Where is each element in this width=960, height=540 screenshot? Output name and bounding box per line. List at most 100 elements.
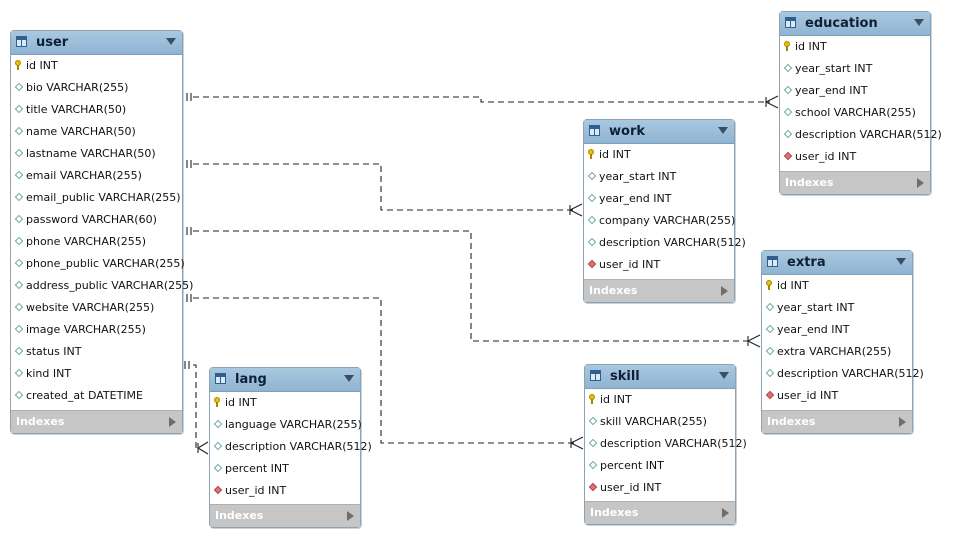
column-row[interactable]: website VARCHAR(255) [11,297,182,319]
column-icon [14,324,24,334]
column-row[interactable]: status INT [11,341,182,363]
column-label: user_id INT [777,389,839,402]
column-row[interactable]: user_id INT [585,477,735,499]
column-icon [14,192,24,202]
column-row[interactable]: user_id INT [210,480,360,502]
column-row[interactable]: year_start INT [762,297,912,319]
column-row[interactable]: id INT [210,392,360,414]
column-label: user_id INT [600,481,662,494]
column-row[interactable]: created_at DATETIME [11,385,182,407]
indexes-section[interactable]: Indexes [11,410,182,433]
column-row[interactable]: user_id INT [584,254,734,276]
column-label: website VARCHAR(255) [26,301,155,314]
column-row[interactable]: company VARCHAR(255) [584,210,735,232]
expand-arrow-icon[interactable] [721,286,728,296]
table-header[interactable]: skill [585,365,735,389]
indexes-section[interactable]: Indexes [762,410,912,433]
table-user[interactable]: user id INT bio VARCHAR(255)title VARCHAR… [10,30,193,434]
column-row[interactable]: title VARCHAR(50) [11,99,182,121]
column-row[interactable]: address_public VARCHAR(255) [11,275,193,297]
column-row[interactable]: year_end INT [780,80,930,102]
column-row[interactable]: user_id INT [762,385,912,407]
column-row[interactable]: id INT [585,389,735,411]
column-row[interactable]: id INT [11,55,182,77]
column-row[interactable]: phone_public VARCHAR(255) [11,253,185,275]
indexes-section[interactable]: Indexes [584,279,734,302]
column-row[interactable]: description VARCHAR(512) [584,232,746,254]
indexes-section[interactable]: Indexes [780,171,930,194]
column-row[interactable]: year_start INT [584,166,734,188]
indexes-section[interactable]: Indexes [585,501,735,524]
column-row[interactable]: user_id INT [780,146,930,168]
table-title: skill [610,369,640,384]
table-title: lang [235,372,267,387]
column-row[interactable]: extra VARCHAR(255) [762,341,912,363]
column-row[interactable]: year_start INT [780,58,930,80]
relationship-user-lang [184,361,209,455]
expand-arrow-icon[interactable] [169,417,176,427]
collapse-toggle-icon[interactable] [344,375,354,382]
table-header[interactable]: user [11,31,182,55]
column-icon [14,280,24,290]
column-row[interactable]: id INT [584,144,734,166]
column-label: id INT [26,59,58,72]
column-row[interactable]: phone VARCHAR(255) [11,231,182,253]
foreign-key-icon [588,482,598,492]
column-icon [14,82,24,92]
column-row[interactable]: email_public VARCHAR(255) [11,187,182,209]
indexes-label: Indexes [590,506,639,519]
collapse-toggle-icon[interactable] [718,127,728,134]
column-row[interactable]: id INT [762,275,912,297]
column-row[interactable]: school VARCHAR(255) [780,102,930,124]
column-row[interactable]: password VARCHAR(60) [11,209,182,231]
table-header[interactable]: lang [210,368,360,392]
indexes-section[interactable]: Indexes [210,504,360,527]
column-row[interactable]: description VARCHAR(512) [762,363,924,385]
column-row[interactable]: description VARCHAR(512) [210,436,372,458]
column-row[interactable]: skill VARCHAR(255) [585,411,735,433]
column-icon [783,129,793,139]
column-label: phone VARCHAR(255) [26,235,147,248]
column-row[interactable]: year_end INT [762,319,912,341]
table-header[interactable]: education [780,12,930,36]
foreign-key-icon [765,390,775,400]
column-row[interactable]: year_end INT [584,188,734,210]
column-label: extra VARCHAR(255) [777,345,892,358]
collapse-toggle-icon[interactable] [719,372,729,379]
column-row[interactable]: language VARCHAR(255) [210,414,362,436]
column-row[interactable]: name VARCHAR(50) [11,121,182,143]
column-row[interactable]: bio VARCHAR(255) [11,77,182,99]
column-label: description VARCHAR(512) [225,440,372,453]
column-row[interactable]: percent INT [210,458,360,480]
column-label: description VARCHAR(512) [599,236,746,249]
column-row[interactable]: kind INT [11,363,182,385]
column-label: image VARCHAR(255) [26,323,146,336]
column-row[interactable]: image VARCHAR(255) [11,319,182,341]
column-row[interactable]: description VARCHAR(512) [585,433,747,455]
table-header[interactable]: extra [762,251,912,275]
expand-arrow-icon[interactable] [899,417,906,427]
collapse-toggle-icon[interactable] [166,38,176,45]
expand-arrow-icon[interactable] [347,511,354,521]
collapse-toggle-icon[interactable] [914,19,924,26]
column-row[interactable]: lastname VARCHAR(50) [11,143,182,165]
column-label: id INT [795,40,827,53]
column-list: id INT bio VARCHAR(255)title VARCHAR(50)n… [11,55,193,407]
column-row[interactable]: percent INT [585,455,735,477]
table-icon [215,373,226,384]
table-header[interactable]: work [584,120,734,144]
collapse-toggle-icon[interactable] [896,258,906,265]
column-row[interactable]: description VARCHAR(512) [780,124,942,146]
column-row[interactable]: email VARCHAR(255) [11,165,182,187]
expand-arrow-icon[interactable] [917,178,924,188]
column-row[interactable]: id INT [780,36,930,58]
expand-arrow-icon[interactable] [722,508,729,518]
column-icon [14,214,24,224]
